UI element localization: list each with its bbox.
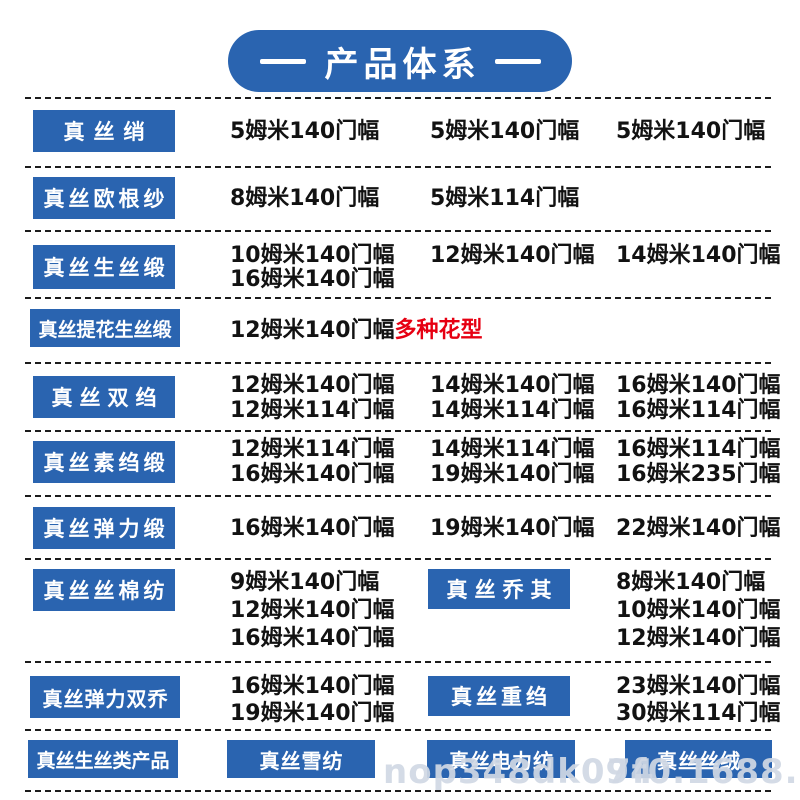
row-label-tanliduan: 真丝弹力缎 bbox=[33, 507, 175, 549]
spec: 19姆米140门幅 bbox=[430, 516, 595, 541]
spec-with-note: 12姆米140门幅多种花型 bbox=[230, 318, 483, 343]
spec: 14姆米140门幅 bbox=[616, 243, 781, 268]
spec: 9姆米140门幅 bbox=[230, 570, 380, 595]
divider bbox=[25, 495, 775, 497]
divider bbox=[25, 790, 775, 792]
spec: 16姆米140门幅 bbox=[230, 267, 395, 292]
spec: 10姆米140门幅 bbox=[230, 243, 395, 268]
row-label-zhongzhou: 真丝重绉 bbox=[428, 676, 570, 716]
header-dash-right-icon bbox=[494, 58, 541, 64]
divider bbox=[25, 297, 775, 299]
divider bbox=[25, 166, 775, 168]
spec: 14姆米140门幅 bbox=[430, 373, 595, 398]
row-label-suzhouduan: 真丝素绉缎 bbox=[33, 441, 175, 483]
row-label-zhensixiao: 真丝绡 bbox=[33, 110, 175, 152]
divider bbox=[25, 430, 775, 432]
spec: 16姆米114门幅 bbox=[616, 437, 781, 462]
spec: 22姆米140门幅 bbox=[616, 516, 781, 541]
spec: 30姆米114门幅 bbox=[616, 701, 781, 726]
spec: 16姆米140门幅 bbox=[230, 626, 395, 651]
row-label-shuangzhou: 真丝双绉 bbox=[33, 376, 175, 418]
divider bbox=[25, 362, 775, 364]
note-duozhonghuaxing: 多种花型 bbox=[394, 318, 483, 343]
divider bbox=[25, 729, 775, 731]
spec: 16姆米235门幅 bbox=[616, 462, 781, 487]
row-label-tanli-shuangqiao: 真丝弹力双乔 bbox=[30, 676, 180, 718]
spec: 5姆米140门幅 bbox=[430, 119, 580, 144]
spec: 12姆米140门幅 bbox=[230, 373, 395, 398]
divider bbox=[25, 230, 775, 232]
spec: 16姆米114门幅 bbox=[616, 398, 781, 423]
spec: 12姆米140门幅 bbox=[230, 598, 395, 623]
category-dianlifang: 真丝电力纺 bbox=[427, 740, 575, 778]
row-label-tihua-shengsiduan: 真丝提花生丝缎 bbox=[30, 309, 180, 347]
spec: 5姆米140门幅 bbox=[230, 119, 380, 144]
row-label-simianfang: 真丝丝棉纺 bbox=[33, 569, 175, 611]
spec: 10姆米140门幅 bbox=[616, 598, 781, 623]
spec: 23姆米140门幅 bbox=[616, 674, 781, 699]
spec: 12姆米140门幅 bbox=[616, 626, 781, 651]
spec: 8姆米140门幅 bbox=[616, 570, 766, 595]
divider bbox=[25, 97, 775, 99]
spec: 19姆米140门幅 bbox=[230, 701, 395, 726]
header-dash-left-icon bbox=[259, 58, 306, 64]
spec: 16姆米140门幅 bbox=[230, 516, 395, 541]
category-xuefang: 真丝雪纺 bbox=[227, 740, 375, 778]
watermark-left: nop348dk094 bbox=[383, 752, 655, 792]
spec: 8姆米140门幅 bbox=[230, 186, 380, 211]
row-label-ougensha: 真丝欧根纱 bbox=[33, 177, 175, 219]
row-label-shengsiduan: 真丝生丝缎 bbox=[33, 245, 175, 289]
category-sirong: 真丝丝绒 bbox=[625, 740, 772, 778]
page-title: 产品体系 bbox=[324, 44, 481, 85]
spec: 5姆米114门幅 bbox=[430, 186, 580, 211]
divider bbox=[25, 558, 775, 560]
spec: 16姆米140门幅 bbox=[230, 674, 395, 699]
spec: 16姆米140门幅 bbox=[230, 462, 395, 487]
spec: 12姆米114门幅 bbox=[230, 398, 395, 423]
watermark-right: 7f0.1688.con bbox=[607, 752, 800, 792]
spec: 14姆米114门幅 bbox=[430, 437, 595, 462]
row-label-qiaoqi: 真丝乔其 bbox=[428, 569, 570, 609]
divider bbox=[25, 661, 775, 663]
page-header: 产品体系 bbox=[228, 30, 572, 92]
spec: 19姆米140门幅 bbox=[430, 462, 595, 487]
spec: 12姆米140门幅 bbox=[230, 318, 395, 343]
spec: 16姆米140门幅 bbox=[616, 373, 781, 398]
spec: 14姆米114门幅 bbox=[430, 398, 595, 423]
spec: 12姆米140门幅 bbox=[430, 243, 595, 268]
spec: 12姆米114门幅 bbox=[230, 437, 395, 462]
category-shengsilei-chanpin: 真丝生丝类产品 bbox=[28, 740, 178, 778]
spec: 5姆米140门幅 bbox=[616, 119, 766, 144]
